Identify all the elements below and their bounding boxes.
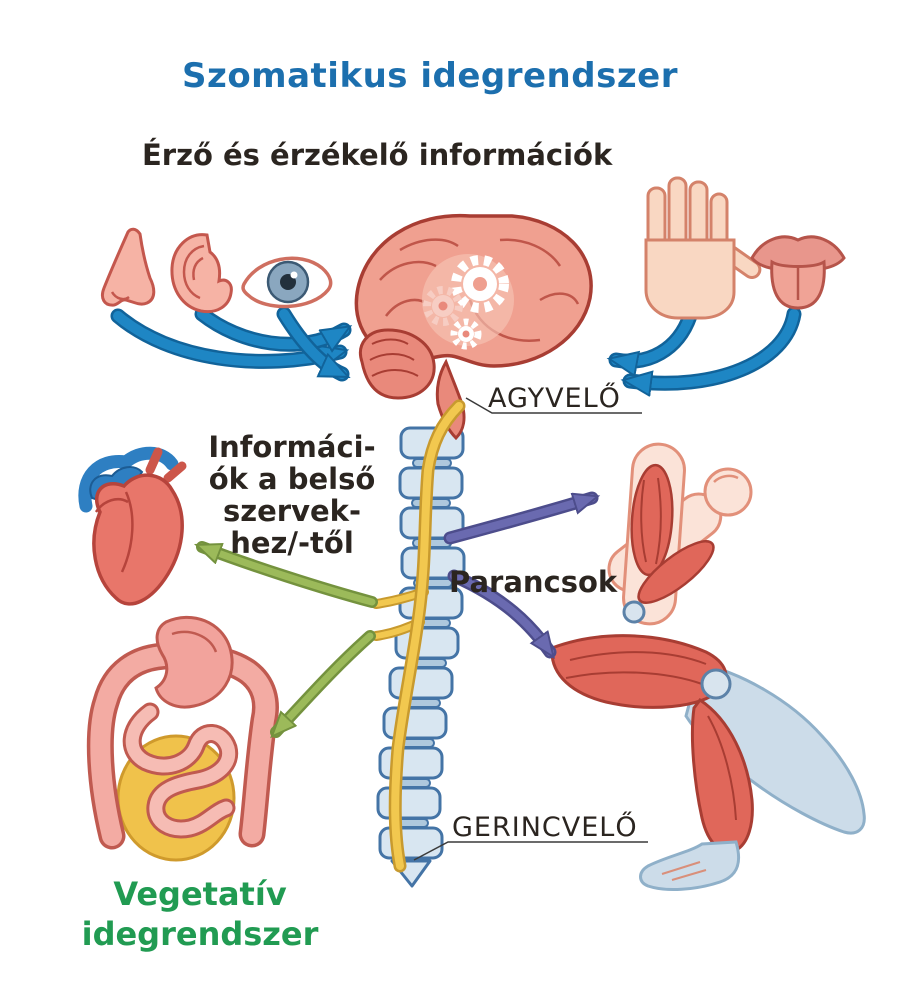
- internal-organs-label-line: ók a belső: [208, 462, 376, 496]
- ear-icon: [170, 233, 233, 314]
- visceral-arrows: [202, 541, 378, 732]
- intestines-icon: [86, 615, 279, 862]
- sensory-arrows: [110, 306, 802, 383]
- hand-icon: [644, 176, 762, 320]
- heart-icon: [78, 446, 187, 606]
- internal-organs-label-line: szervek-: [222, 494, 361, 528]
- label-connectors: [413, 397, 648, 861]
- nose-icon: [100, 227, 156, 307]
- tongue-icon: [750, 235, 846, 310]
- command-arrows: [443, 491, 592, 652]
- brain-label: AGYVELŐ: [488, 383, 621, 414]
- arm-icon: [607, 442, 753, 626]
- internal-organs-label: Informáci- ók a belső szervek- hez/-től: [192, 431, 392, 559]
- page-title: Szomatikus idegrendszer: [182, 56, 678, 96]
- eye-icon: [241, 256, 333, 309]
- internal-organs-label-line: hez/-től: [230, 526, 354, 560]
- gears-icon: [423, 255, 509, 350]
- vegetative-system-label-line: idegrendszer: [81, 915, 319, 953]
- spinal-cord-label: GERINCVELŐ: [452, 812, 638, 843]
- leg-icon: [550, 634, 866, 891]
- internal-organs-label-line: Informáci-: [208, 430, 376, 464]
- spinal-cord-icon: [371, 399, 466, 873]
- vegetative-system-label: Vegetatív idegrendszer: [40, 874, 360, 954]
- vegetative-system-label-line: Vegetatív: [113, 875, 287, 913]
- commands-label: Parancsok: [449, 565, 618, 599]
- sensory-info-label: Érző és érzékelő információk: [142, 138, 613, 172]
